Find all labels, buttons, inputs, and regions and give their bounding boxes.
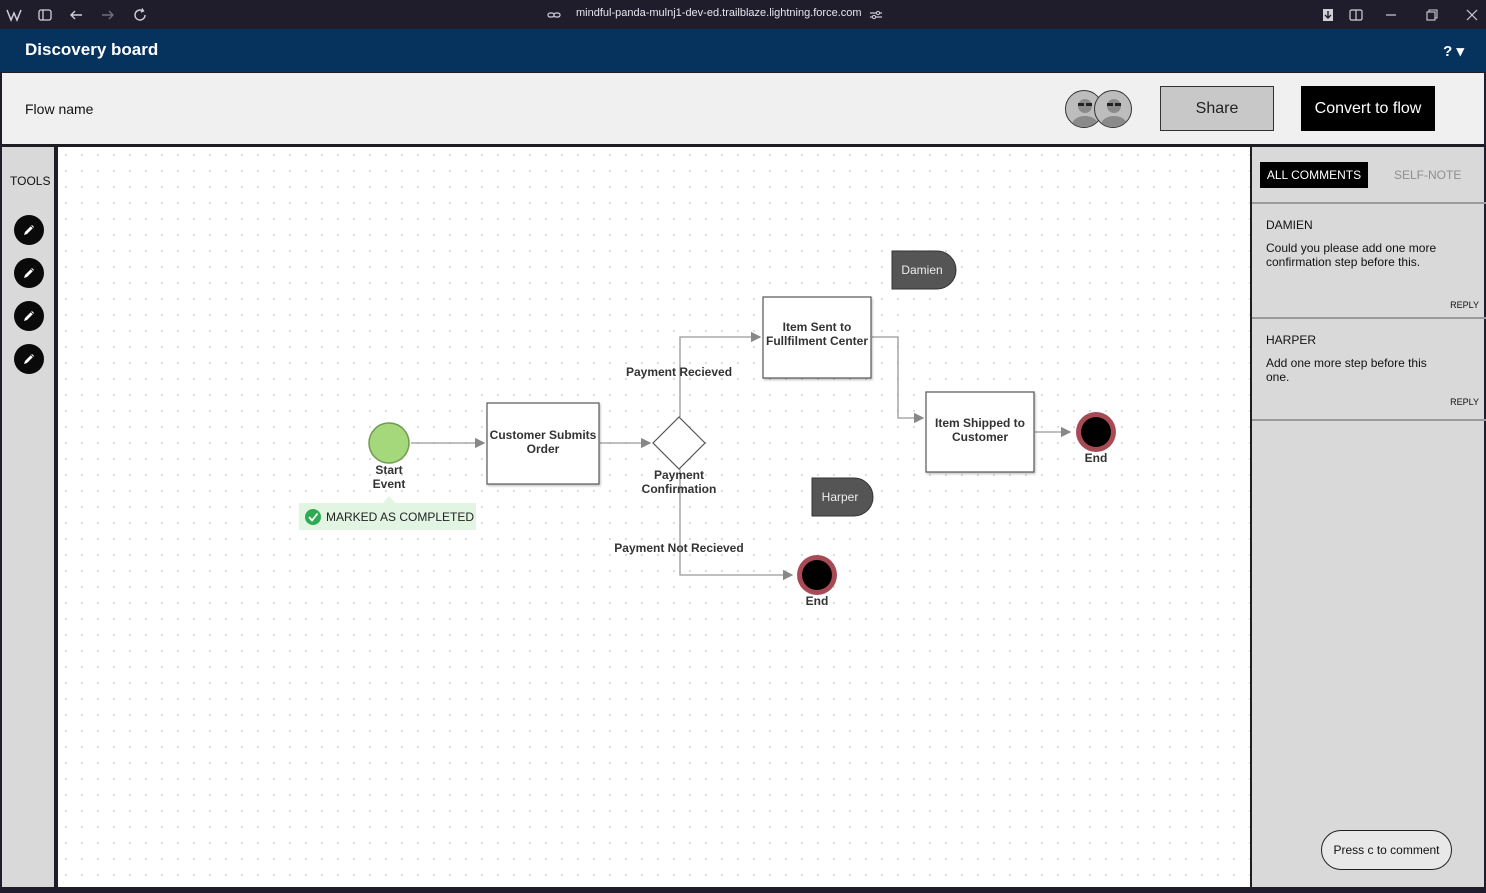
payment-confirmation-gateway[interactable] (652, 416, 706, 470)
gateway-label: Confirmation (642, 482, 717, 496)
gateway-label: Payment (654, 468, 704, 482)
diagram-canvas[interactable]: Start Event MARKED AS COMPLETED Customer… (58, 147, 1250, 887)
item-shipped-node[interactable] (925, 391, 1035, 473)
connector-sent-to-shipped[interactable] (872, 336, 925, 424)
reply-button[interactable]: REPLY (1450, 397, 1479, 407)
flow-name[interactable]: Flow name (25, 101, 94, 117)
customer-submits-order-node[interactable] (486, 402, 600, 485)
collaborator-avatars (1065, 90, 1135, 130)
back-arrow-icon[interactable] (67, 6, 85, 24)
close-window-icon[interactable] (1463, 6, 1481, 24)
pencil-tool-button[interactable] (14, 215, 44, 245)
avatar[interactable] (1094, 90, 1132, 128)
completed-badge-text: MARKED AS COMPLETED (326, 510, 474, 524)
sidebar-toggle-icon[interactable] (36, 6, 54, 24)
pencil-tool-button[interactable] (14, 344, 44, 374)
start-event-label: Start (375, 463, 402, 477)
item-sent-node[interactable] (762, 296, 872, 379)
address-bar[interactable]: mindful-panda-mulnj1-dev-ed.trailblaze.l… (576, 7, 862, 19)
end-event-label: End (806, 594, 829, 608)
checkmark-icon (305, 509, 321, 525)
restore-icon[interactable] (1423, 6, 1441, 24)
connector-payment-received[interactable] (679, 331, 762, 417)
minimize-icon[interactable] (1382, 6, 1400, 24)
press-c-to-comment-button[interactable]: Press c to comment (1321, 830, 1452, 870)
connector-payment-not-received[interactable] (679, 469, 794, 581)
flow-toolbar: Flow name Share Convert to flow (2, 73, 1484, 146)
comment-bubble-harper[interactable]: Harper (811, 477, 874, 517)
comment-bubble-damien[interactable]: Damien (891, 250, 957, 290)
pencil-tool-button[interactable] (14, 301, 44, 331)
tab-self-note[interactable]: SELF-NOTE (1394, 168, 1462, 182)
reload-icon[interactable] (131, 6, 149, 24)
browser-logo-icon[interactable] (5, 6, 23, 24)
split-view-icon[interactable] (1347, 6, 1365, 24)
bubble-label: Damien (901, 263, 942, 277)
comment-item: DAMIEN Could you please add one more con… (1252, 202, 1486, 317)
link-icon[interactable] (545, 6, 563, 24)
comment-author: DAMIEN (1266, 218, 1313, 232)
flow-diagram: Start Event MARKED AS COMPLETED Customer… (299, 250, 1116, 608)
start-event-node[interactable] (368, 422, 410, 464)
payment-not-received-label: Payment Not Recieved (614, 541, 743, 555)
window-bottom-edge (0, 887, 1486, 893)
app-title: Discovery board (25, 40, 159, 59)
help-menu-button[interactable]: ? ▾ (1443, 43, 1464, 60)
comment-author: HARPER (1266, 333, 1317, 347)
node-label: Fullfilment Center (766, 334, 868, 348)
convert-to-flow-button[interactable]: Convert to flow (1301, 86, 1435, 131)
pencil-icon (24, 225, 34, 235)
share-button[interactable]: Share (1160, 86, 1274, 131)
node-label: Order (527, 442, 560, 456)
tab-all-comments[interactable]: ALL COMMENTS (1260, 162, 1368, 188)
pencil-tool-button[interactable] (14, 258, 44, 288)
bubble-label: Harper (822, 490, 859, 504)
pencil-icon (24, 268, 34, 278)
download-icon[interactable] (1319, 6, 1337, 24)
forward-arrow-icon[interactable] (99, 6, 117, 24)
payment-received-label: Payment Recieved (626, 365, 732, 379)
comments-panel: ALL COMMENTS SELF-NOTE DAMIEN Could you … (1250, 147, 1486, 887)
node-label: Customer (952, 430, 1008, 444)
node-label: Customer Submits (490, 428, 597, 442)
node-label: Item Sent to (783, 320, 852, 334)
node-label: Item Shipped to (935, 416, 1025, 430)
pencil-icon (24, 354, 34, 364)
reply-button[interactable]: REPLY (1450, 300, 1479, 310)
comment-text: Could you please add one more confirmati… (1266, 241, 1437, 269)
end-event-label: End (1085, 451, 1108, 465)
tools-sidebar: TOOLS (2, 147, 56, 887)
pencil-icon (24, 311, 34, 321)
tools-label: TOOLS (10, 174, 51, 188)
site-settings-icon[interactable] (867, 6, 885, 24)
comment-text: Add one more step before this one. (1266, 356, 1427, 384)
browser-chrome: mindful-panda-mulnj1-dev-ed.trailblaze.l… (0, 0, 1486, 29)
comment-item: HARPER Add one more step before this one… (1252, 317, 1486, 421)
start-event-label: Event (373, 477, 406, 491)
app-header: Discovery board ? ▾ (0, 29, 1486, 72)
completed-badge: MARKED AS COMPLETED (299, 496, 476, 530)
